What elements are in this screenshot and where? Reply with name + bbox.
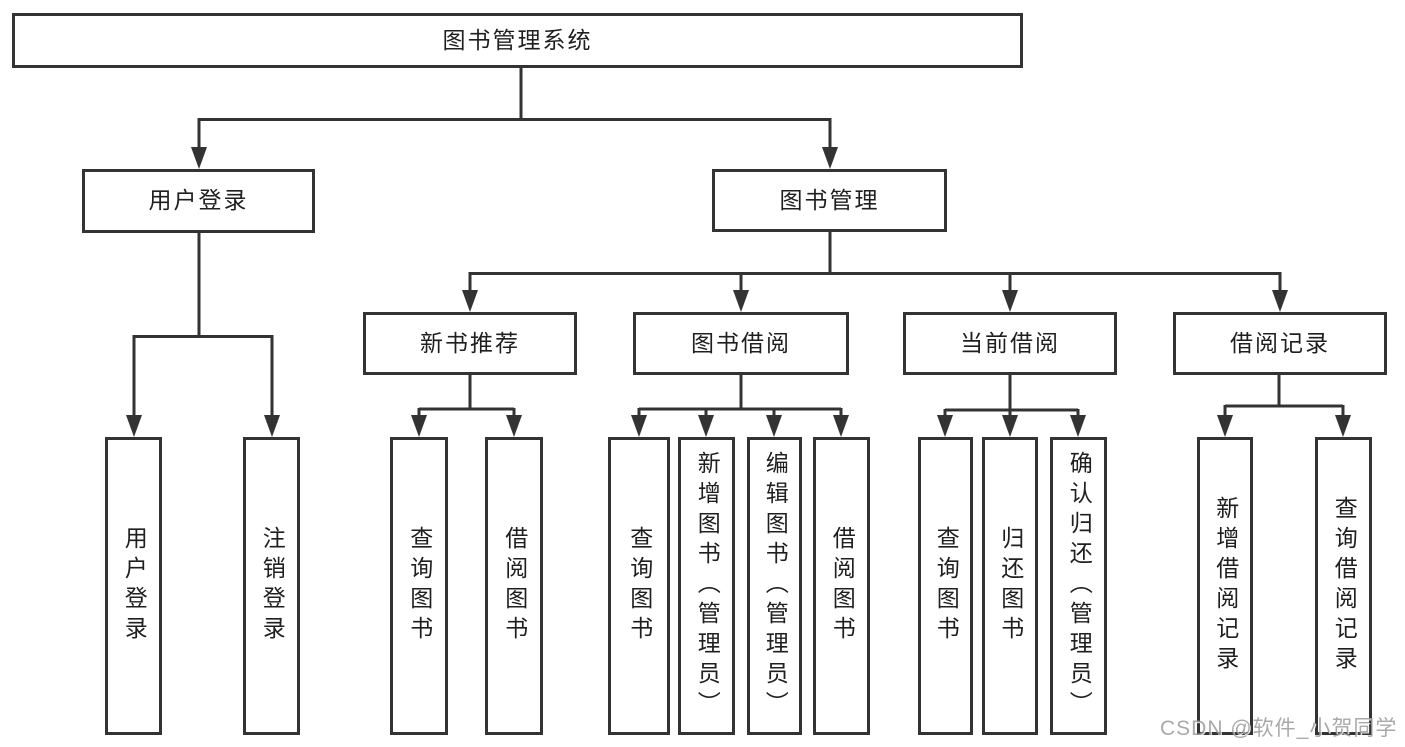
leaf-return-books: 归还图书 xyxy=(982,437,1038,735)
leaf-recommend-query-books: 查询图书 xyxy=(390,437,448,735)
node-book-management: 图书管理 xyxy=(712,169,947,232)
node-book-borrow: 图书借阅 xyxy=(633,312,849,375)
leaf-logout: 注销登录 xyxy=(243,437,300,735)
leaf-user-login: 用户登录 xyxy=(105,437,162,735)
leaf-add-borrow-record: 新增借阅记录 xyxy=(1197,437,1253,735)
node-current-borrow: 当前借阅 xyxy=(903,312,1117,375)
leaf-confirm-return-admin: 确认归还（管理员） xyxy=(1050,437,1107,735)
node-borrow-records: 借阅记录 xyxy=(1173,312,1387,375)
leaf-borrow-books: 借阅图书 xyxy=(813,437,870,735)
node-user-login: 用户登录 xyxy=(82,169,315,233)
leaf-current-query-books: 查询图书 xyxy=(918,437,973,735)
leaf-borrow-query-books: 查询图书 xyxy=(608,437,670,735)
csdn-watermark: CSDN @软件_小贺同学 xyxy=(1160,717,1398,740)
leaf-edit-books-admin: 编辑图书（管理员） xyxy=(747,437,802,735)
node-new-book-recommend: 新书推荐 xyxy=(363,312,577,375)
leaf-add-books-admin: 新增图书（管理员） xyxy=(678,437,735,735)
leaf-query-borrow-record: 查询借阅记录 xyxy=(1315,437,1372,735)
leaf-recommend-borrow-books: 借阅图书 xyxy=(485,437,543,735)
node-root: 图书管理系统 xyxy=(12,13,1023,68)
